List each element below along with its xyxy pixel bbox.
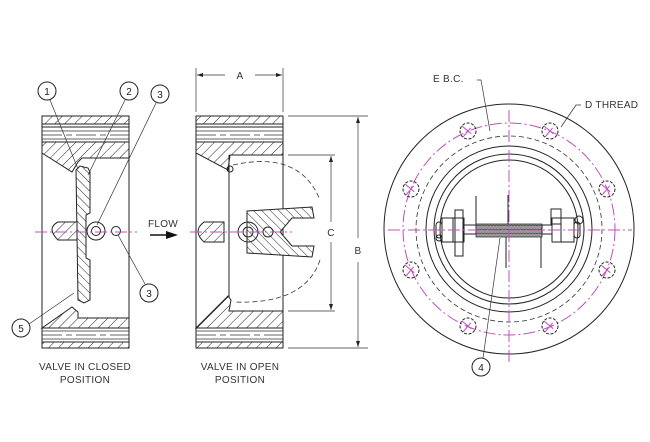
bolt-hole-icon [402, 261, 420, 279]
balloon-5: 5 [11, 292, 75, 338]
closed-disc [75, 165, 91, 304]
svg-text:5: 5 [18, 324, 24, 335]
closed-top-band [41, 115, 130, 125]
closed-bottom-seat [40, 306, 130, 329]
closed-hinge-outer [86, 221, 106, 241]
bolt-holes [402, 122, 616, 335]
bolt-hole-icon [541, 317, 559, 335]
open-top-seat [195, 141, 284, 171]
bolt-hole-icon [459, 317, 477, 335]
open-bottom-seat [194, 295, 284, 329]
flow-label: FLOW [148, 219, 178, 230]
bolt-hole-icon [459, 122, 477, 140]
svg-text:2: 2 [126, 87, 132, 98]
svg-text:C: C [327, 228, 335, 239]
balloon-4: 4 [471, 237, 501, 377]
closed-caption-line2: POSITION [60, 375, 110, 386]
balloon-3a: 3 [96, 84, 170, 226]
callout-thread: D THREAD [560, 100, 638, 128]
open-swing-arc-top [232, 161, 321, 201]
flow-indicator: FLOW [148, 219, 178, 239]
closed-view: VALVE IN CLOSED POSITION [35, 115, 137, 386]
open-view: VALVE IN OPEN POSITION [190, 115, 321, 386]
closed-stop [51, 221, 78, 241]
closed-caption-line1: VALVE IN CLOSED [39, 362, 131, 373]
closed-spring-pin [111, 226, 121, 236]
closed-top-seat [41, 141, 130, 173]
balloon-1: 1 [37, 81, 79, 170]
balloon-2: 2 [87, 81, 139, 176]
callout-bolt-circle: E B.C. [433, 74, 491, 132]
end-view: E B.C. D THREAD 4 [383, 74, 638, 377]
bolt-hole-icon [541, 122, 559, 140]
closed-bottom-band [41, 341, 130, 349]
open-caption-line2: POSITION [215, 375, 265, 386]
open-disc [246, 206, 315, 258]
svg-text:3: 3 [146, 289, 152, 300]
dimension-b: B [288, 115, 368, 349]
bolt-hole-icon [598, 180, 616, 198]
balloon-3b: 3 [117, 234, 159, 303]
svg-text:A: A [237, 71, 244, 82]
dimension-a: A [195, 68, 284, 112]
closed-hinge-pin [91, 226, 101, 236]
svg-text:D THREAD: D THREAD [585, 100, 638, 111]
open-swing-arc-bottom [232, 259, 321, 303]
svg-text:3: 3 [157, 90, 163, 101]
bolt-hole-icon [598, 261, 616, 279]
flow-arrow-icon [166, 231, 178, 239]
svg-text:B: B [355, 246, 362, 257]
open-caption-line1: VALVE IN OPEN [201, 362, 280, 373]
bolt-hole-icon [402, 180, 420, 198]
svg-text:1: 1 [44, 87, 50, 98]
svg-text:E B.C.: E B.C. [433, 74, 464, 85]
dimension-c: C [288, 154, 335, 312]
svg-text:4: 4 [478, 363, 484, 374]
